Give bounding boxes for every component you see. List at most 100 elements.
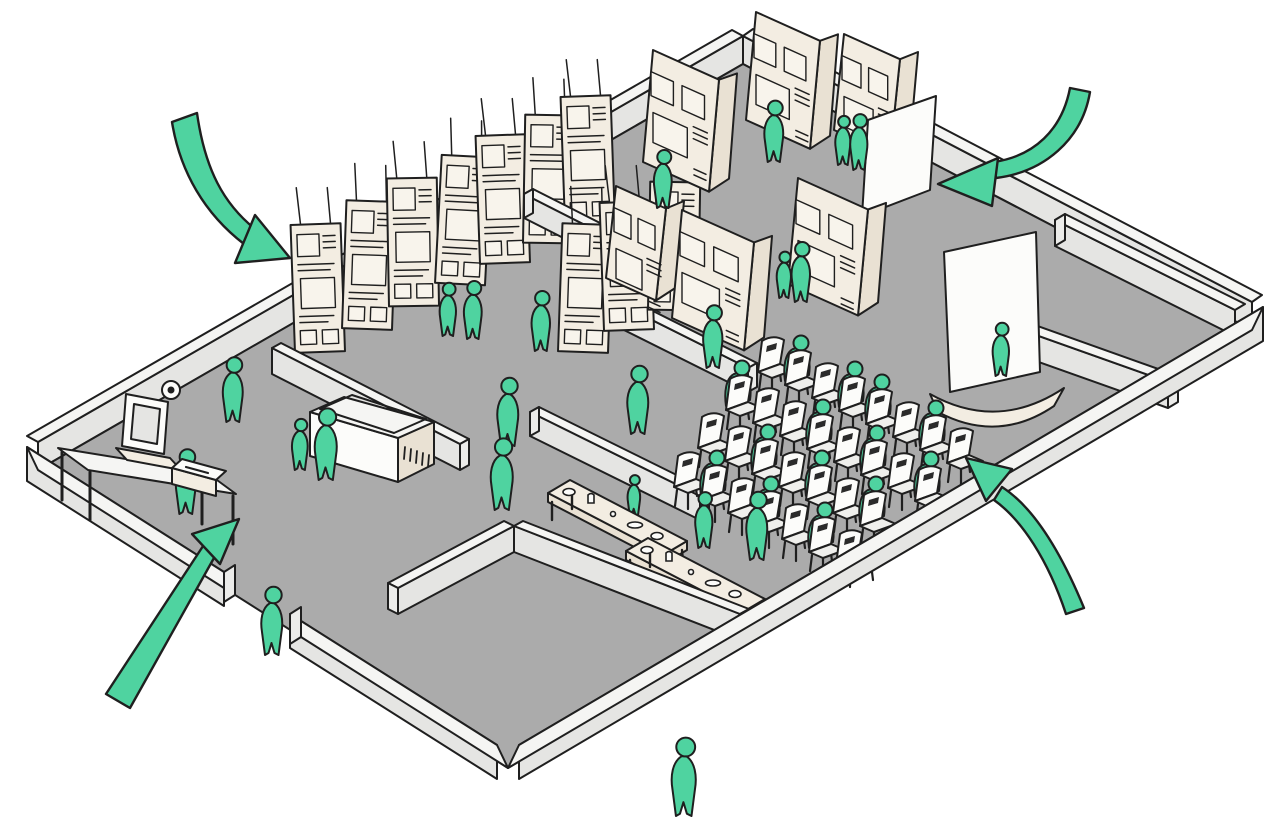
banner-text-line (531, 155, 567, 156)
chair-row-3 (698, 413, 897, 548)
banner-text-line (568, 135, 604, 136)
seated-attendee-head (815, 451, 830, 466)
chair-leg (781, 439, 783, 455)
hanging-poster-banner (559, 58, 615, 225)
figure-head (676, 738, 695, 757)
poster-image-block (614, 208, 631, 240)
presenter-figure (993, 323, 1009, 376)
chair-back-slot (709, 471, 720, 480)
projection-screen (944, 232, 1040, 392)
chair-back-slot (901, 408, 912, 417)
chair-back (866, 389, 892, 424)
chair-back (888, 453, 914, 488)
figure-head (631, 366, 647, 382)
figure-head (779, 252, 790, 263)
hanging-poster-banner (342, 163, 398, 330)
banner-text-line (445, 201, 477, 203)
banner-image-block (570, 149, 605, 180)
banner-text-line (393, 218, 429, 219)
banner-text-line (530, 161, 562, 162)
attendee-figure (261, 587, 282, 655)
chair-back-slot (706, 419, 717, 428)
chair-back (728, 478, 754, 513)
chair-back (782, 504, 808, 539)
banner-text-line (394, 270, 428, 271)
chair-back (780, 401, 806, 436)
chair-back-slot (815, 420, 826, 429)
bottom-wall-east (514, 521, 749, 640)
chair-back (726, 375, 752, 410)
banner-text-line (567, 269, 599, 270)
arrow-shaft (172, 113, 255, 244)
hanging-wire (424, 142, 427, 178)
poster-image-block (682, 86, 705, 120)
banner-text-line (570, 187, 604, 188)
seated-attendee-head (710, 451, 725, 466)
seated-attendee-head (924, 452, 939, 467)
chair-back (839, 376, 865, 411)
hanging-wire (296, 188, 300, 225)
attendee-figure (835, 116, 850, 165)
bottle (588, 494, 594, 504)
figure-head (265, 587, 281, 603)
kiosk-vent (410, 449, 411, 461)
seated-attendee-head (818, 503, 833, 518)
figure-head (501, 378, 517, 394)
chair-back-slot (928, 421, 939, 430)
hanging-wire (569, 186, 573, 223)
attendee-figure (440, 283, 456, 336)
seated-attendee-head (794, 336, 809, 351)
banner-text-line (567, 263, 603, 264)
chair-leg (840, 414, 842, 430)
outer-wall-southwest-b (290, 607, 508, 779)
entrance-arrow-bottom-left (106, 519, 239, 708)
serving-bowl (650, 531, 664, 541)
entrance-arrow-bottom-right (966, 458, 1084, 614)
chair-leg (754, 426, 756, 442)
attendee-figure (497, 378, 518, 446)
info-kiosk-top (310, 397, 434, 438)
banner-image-block (441, 261, 458, 276)
attendee-figure (315, 408, 337, 480)
figure-head (467, 281, 481, 295)
figure-body (746, 508, 767, 560)
chair-leg (810, 555, 812, 571)
serving-bowl (562, 487, 576, 497)
banner-image-block (300, 277, 335, 308)
banner-image-block (300, 330, 316, 345)
banner-image-block (531, 125, 553, 147)
chair-back (698, 413, 724, 448)
poster-image-block (638, 218, 655, 250)
banner-image-block (564, 329, 580, 344)
banner-text-line (568, 142, 600, 143)
figure-body (628, 485, 641, 516)
figure-head (443, 283, 456, 296)
attendee-figure (654, 150, 672, 208)
figure-head (750, 492, 766, 508)
banner-image-block (567, 233, 590, 256)
poster-image-block (842, 56, 861, 89)
banner-image-block (297, 234, 320, 257)
info-kiosk-lid (320, 395, 426, 433)
chair-back-slot (869, 446, 880, 455)
seated-attendee-head (764, 477, 779, 492)
figure-body (532, 305, 550, 351)
poster-image-block (829, 214, 853, 249)
chair-back-slot (955, 434, 966, 443)
entrance-arrow-top-right (938, 88, 1090, 206)
attendee-figure (764, 101, 783, 162)
figure-body (223, 373, 243, 422)
poster-text-line (647, 258, 661, 264)
chair-back-slot (874, 395, 885, 404)
chair-leg (783, 542, 785, 558)
banner-image-block (507, 240, 523, 255)
chair-leg (862, 478, 864, 494)
figure-body (672, 756, 696, 816)
attendee-figure (628, 475, 641, 516)
banner-text-line (609, 300, 637, 301)
chair-leg (786, 388, 788, 404)
attendee-figure (464, 281, 482, 339)
banner-image-block (485, 241, 501, 256)
